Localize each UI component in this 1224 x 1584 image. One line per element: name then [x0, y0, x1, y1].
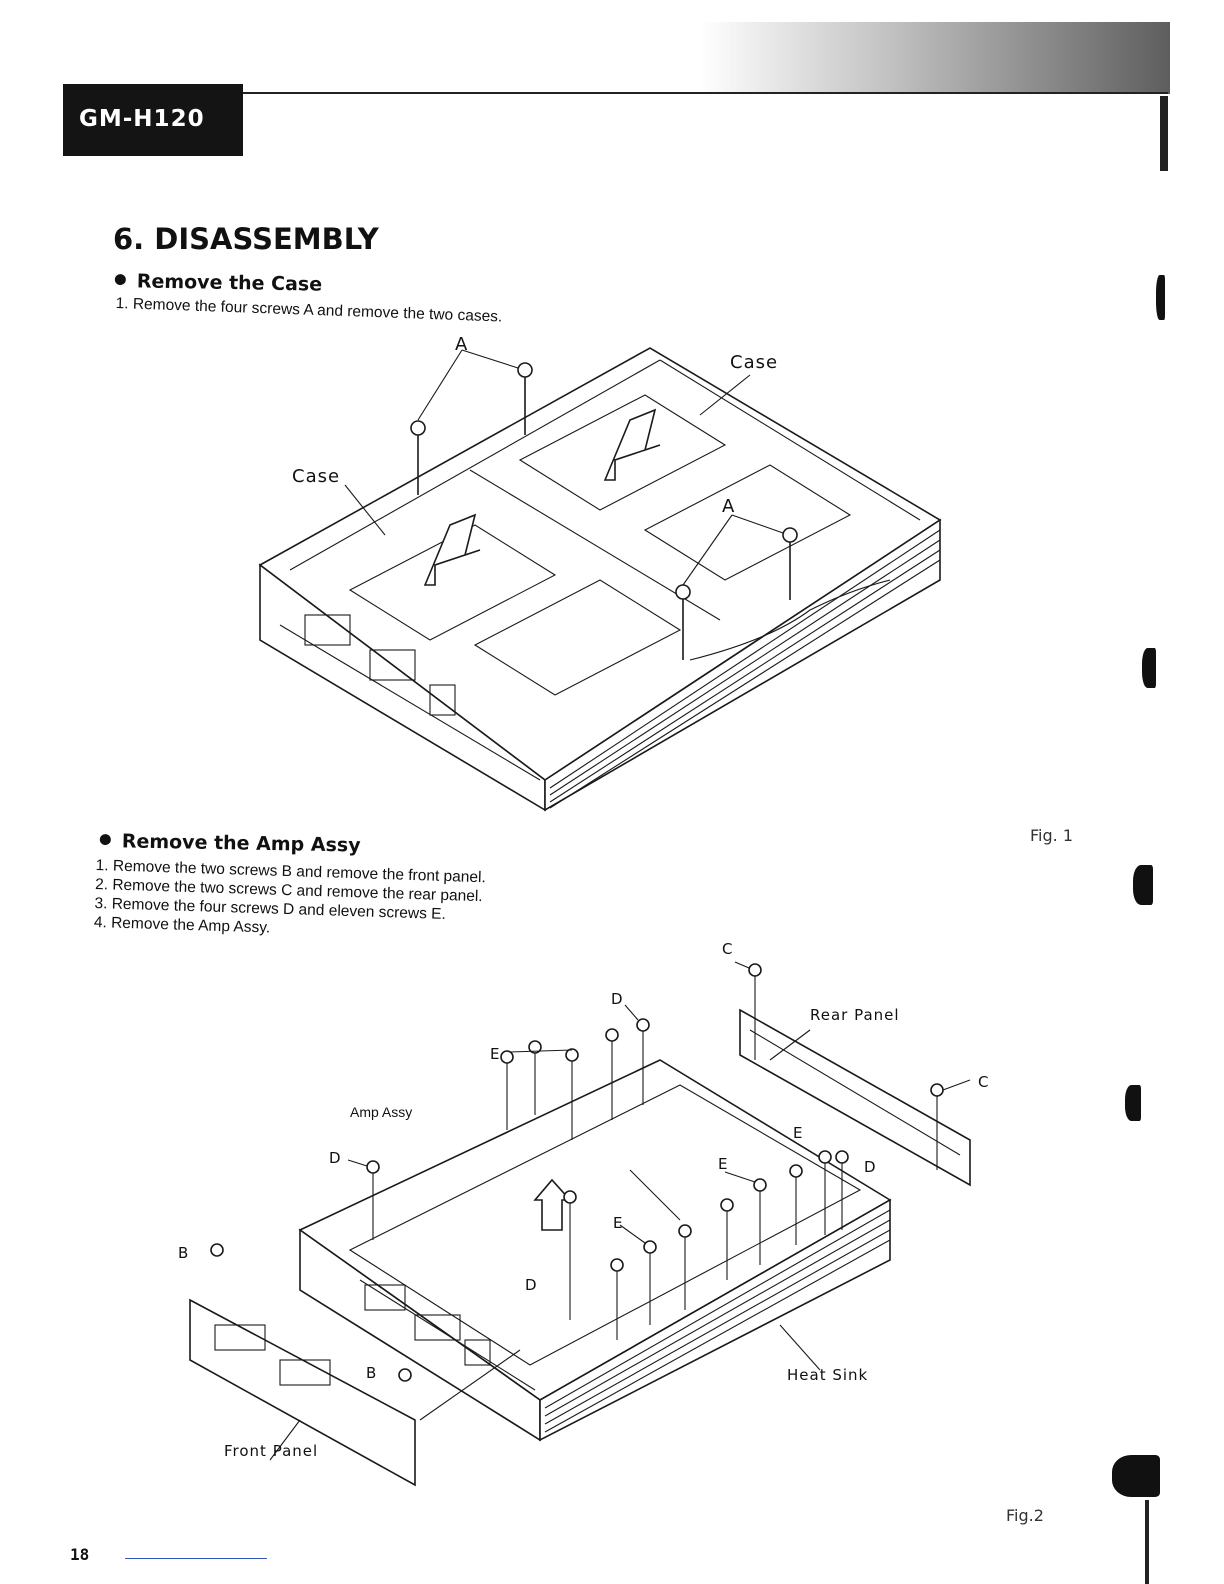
- label-e-center: E: [613, 1214, 624, 1232]
- binding-mark: [1142, 648, 1156, 688]
- label-d-right: D: [864, 1158, 877, 1176]
- binding-mark: [1133, 865, 1153, 905]
- label-case-left: Case: [292, 466, 341, 487]
- binding-mark: [1112, 1455, 1160, 1497]
- front-panel: [189, 1298, 521, 1487]
- scan-noise: [700, 22, 1170, 94]
- bullet-icon: [99, 833, 111, 846]
- model-name: GM-H120: [79, 106, 205, 132]
- arrow-up-icon: [423, 513, 481, 586]
- label-e-right: E: [718, 1155, 729, 1173]
- amp-assy-diagram: [189, 961, 971, 1487]
- page-edge-mark: [1160, 96, 1168, 171]
- label-amp-assy: Amp Assy: [350, 1104, 413, 1120]
- rear-panel: [739, 1008, 971, 1187]
- screw-icons: [210, 963, 944, 1382]
- screw-icon: [410, 420, 426, 495]
- arrow-up-icon: [533, 1178, 572, 1231]
- screw-icon: [675, 584, 691, 660]
- page-number: 18: [70, 1545, 90, 1564]
- label-case-right: Case: [730, 352, 779, 373]
- arrow-up-icon: [603, 408, 661, 481]
- label-d-bottom: D: [525, 1276, 538, 1294]
- label-rear-panel: Rear Panel: [810, 1006, 900, 1024]
- case-steps: 1. Remove the four screws A and remove t…: [115, 294, 502, 326]
- binding-mark: [1125, 1085, 1141, 1121]
- header-rule: [243, 92, 1168, 94]
- label-d-top: D: [611, 990, 624, 1008]
- footer-rule: [125, 1558, 267, 1559]
- binding-mark: [1145, 1500, 1149, 1584]
- amp-chassis-fig1: [258, 347, 942, 812]
- screw-icon: [782, 527, 798, 600]
- callout-leaders: [269, 961, 971, 1461]
- label-screw-a-top: A: [455, 334, 469, 355]
- screw-leaders: [372, 975, 938, 1340]
- label-b-left: B: [178, 1244, 190, 1262]
- label-e-top: E: [490, 1045, 501, 1063]
- amp-chassis-fig2: [298, 1059, 892, 1442]
- case-heading: Remove the Case: [114, 270, 322, 296]
- label-screw-a-bottom: A: [722, 496, 736, 517]
- label-c-top: C: [722, 940, 734, 958]
- label-front-panel: Front Panel: [224, 1442, 319, 1460]
- bullet-icon: [114, 273, 126, 286]
- label-e-right-top: E: [793, 1124, 804, 1142]
- amp-heading: Remove the Amp Assy: [99, 830, 361, 857]
- case-step-1: 1. Remove the four screws A and remove t…: [115, 294, 503, 326]
- figure-1-caption: Fig. 1: [1030, 826, 1073, 845]
- model-badge: GM-H120: [63, 84, 243, 156]
- label-heat-sink: Heat Sink: [787, 1366, 869, 1384]
- section-title: 6. DISASSEMBLY: [113, 222, 379, 256]
- label-b-bottom: B: [366, 1364, 378, 1382]
- label-c-right: C: [978, 1073, 990, 1091]
- figure-2-caption: Fig.2: [1006, 1506, 1044, 1525]
- binding-mark: [1156, 275, 1165, 320]
- case-diagram: [258, 347, 942, 812]
- label-d-left: D: [329, 1149, 342, 1167]
- amp-steps: 1. Remove the two screws B and remove th…: [94, 856, 486, 944]
- screw-icon: [517, 362, 533, 435]
